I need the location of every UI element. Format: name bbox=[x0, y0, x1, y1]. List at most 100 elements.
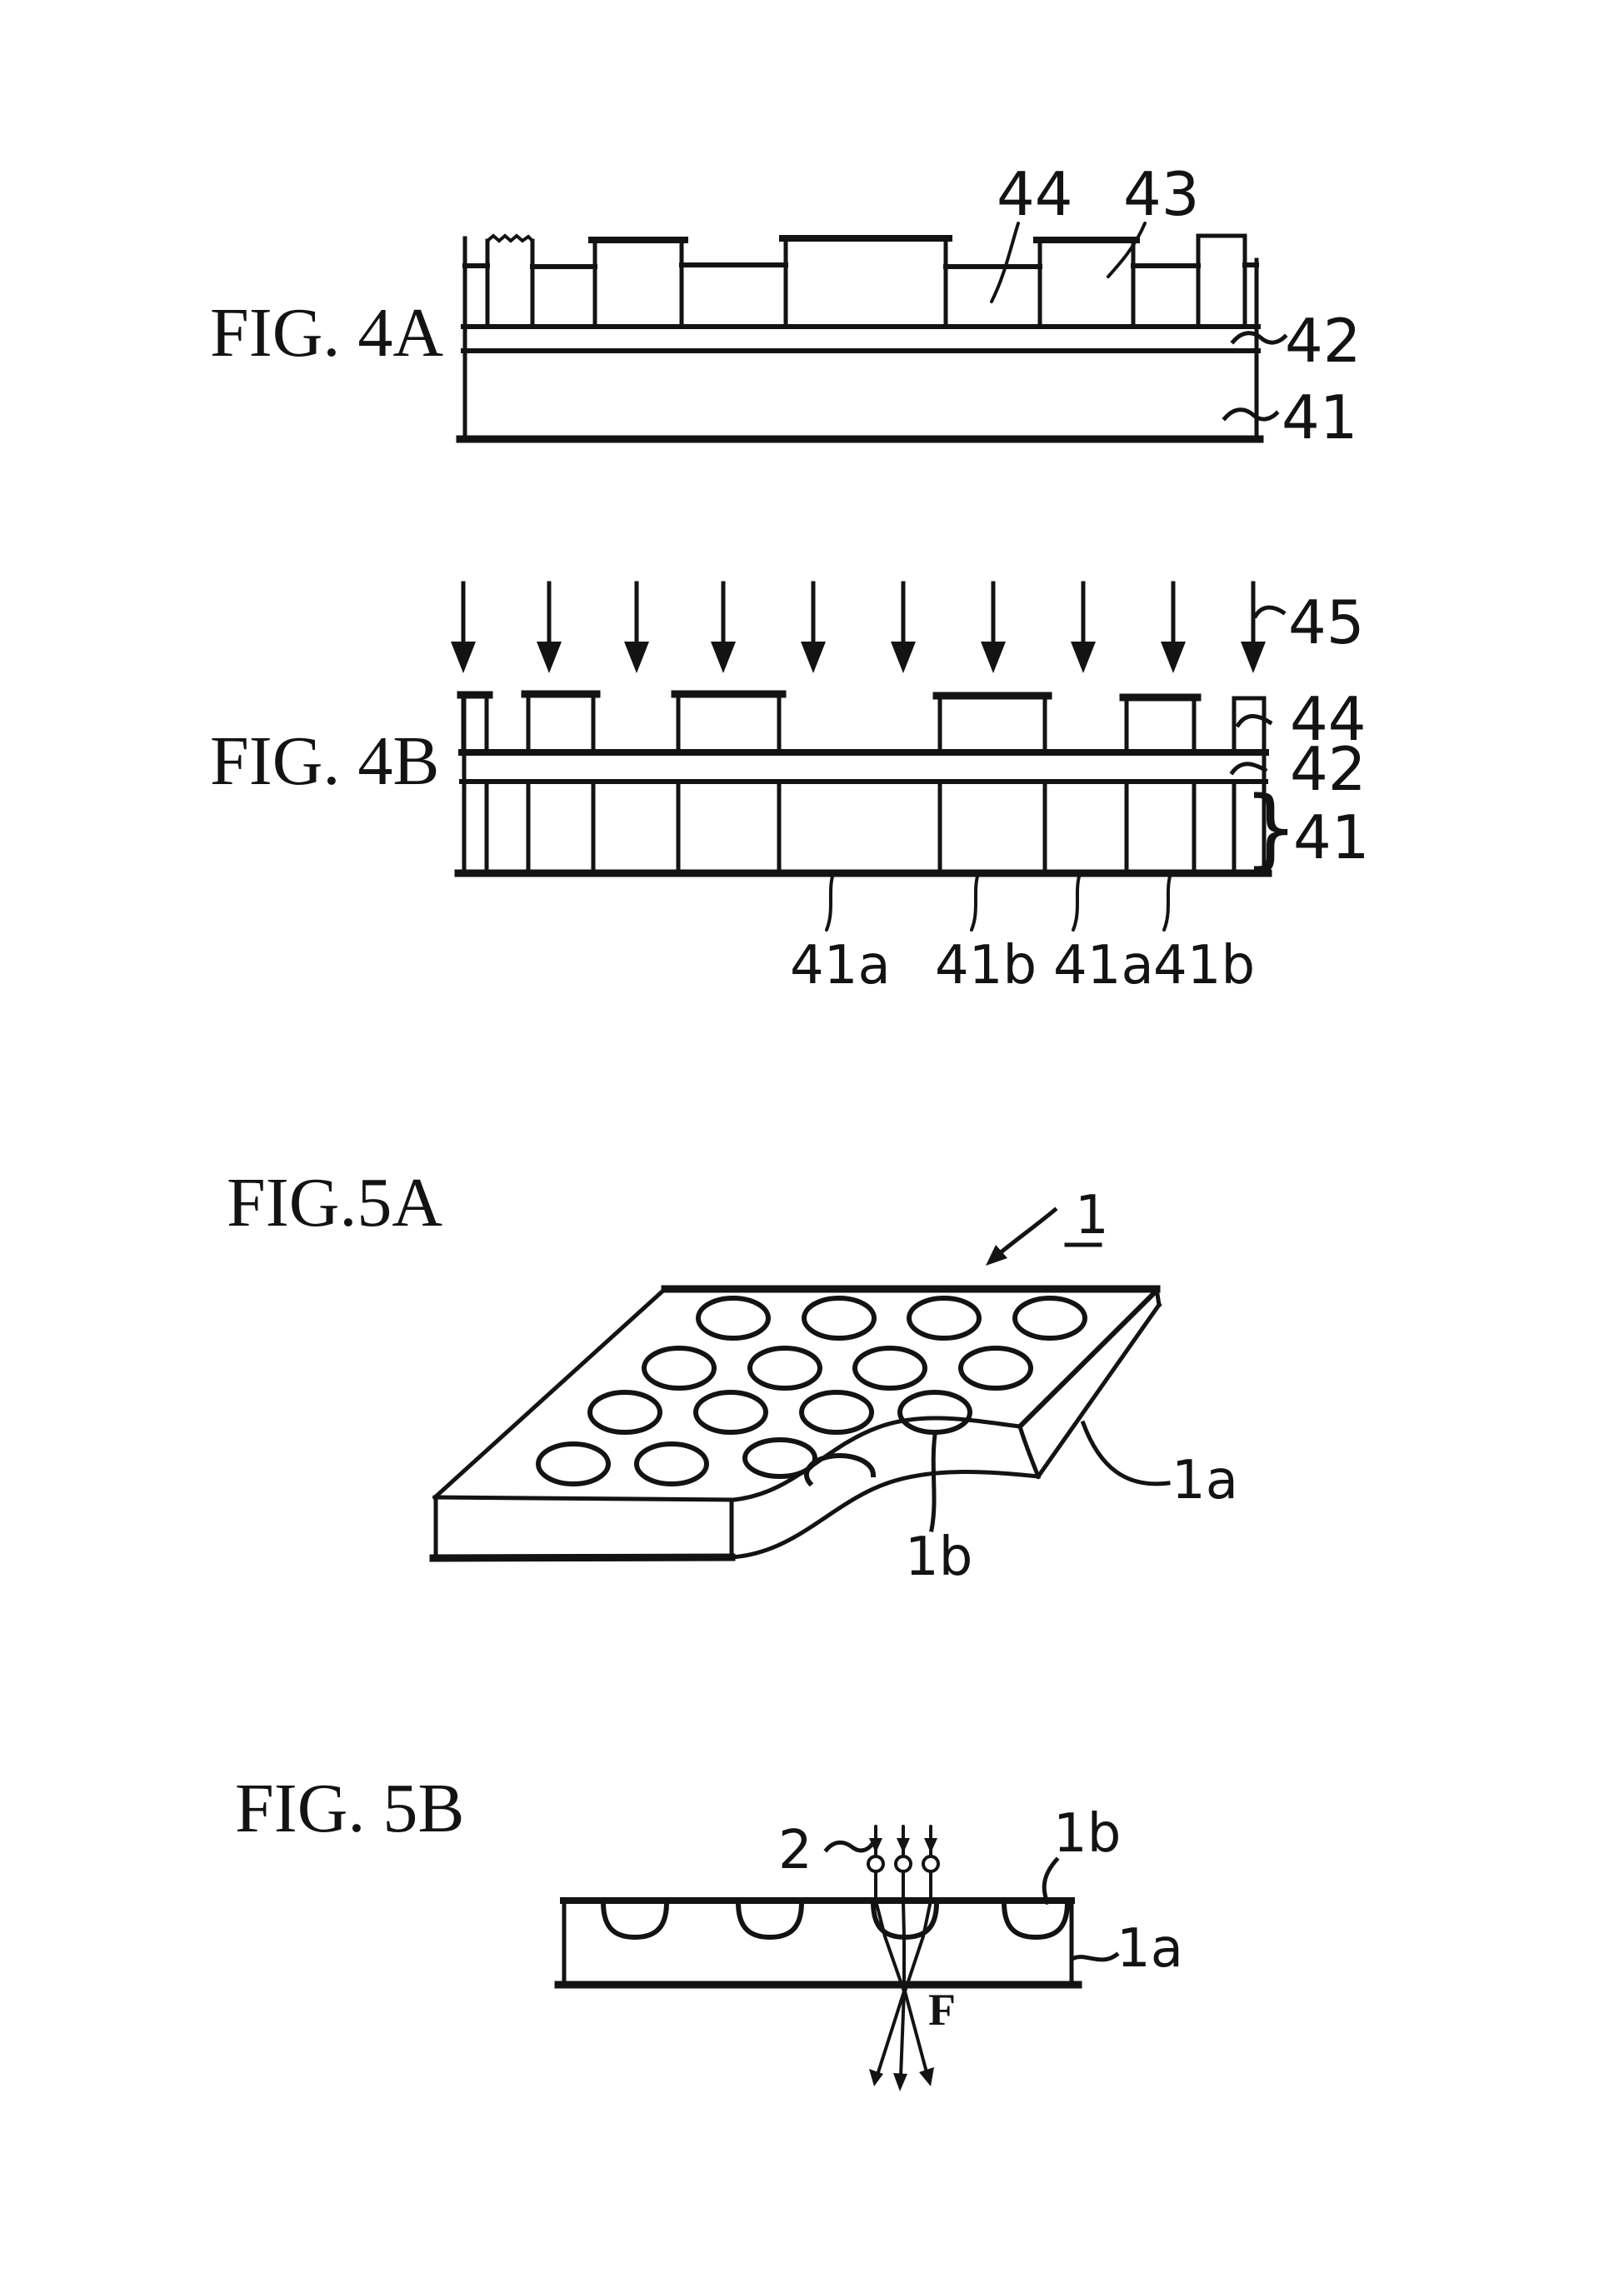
hole-partial-at-tear bbox=[804, 1452, 877, 1487]
plate-topface-right-edge bbox=[1016, 1286, 1161, 1431]
fig5b-label-2: 2 bbox=[778, 1820, 812, 1881]
fig5b-leader-1a bbox=[1071, 1951, 1120, 1962]
ray-arrowhead bbox=[893, 2073, 907, 2091]
plate-front-top-edge bbox=[432, 1495, 736, 1502]
fig4a-label-43: 43 bbox=[1123, 159, 1200, 229]
fig4b-mask-block-2 bbox=[526, 690, 596, 755]
fig4b-label-45: 45 bbox=[1288, 587, 1365, 657]
plate-left-edge bbox=[432, 1286, 668, 1501]
fig4b-label-41b-1: 41b bbox=[935, 935, 1037, 997]
hole-1b-target bbox=[897, 1390, 972, 1435]
fig4a-post-1-sides bbox=[485, 238, 535, 329]
fig5b: FIG. 5B bbox=[235, 1770, 1183, 2091]
fig4b: FIG. 4B bbox=[210, 581, 1370, 997]
notch-hole bbox=[600, 1899, 670, 1941]
hole bbox=[693, 1390, 768, 1435]
hole bbox=[742, 1437, 817, 1479]
down-arrow bbox=[891, 581, 916, 673]
hole bbox=[642, 1346, 717, 1391]
down-arrow bbox=[451, 581, 476, 673]
down-arrow bbox=[1161, 581, 1186, 673]
fig4a: FIG. 4A 44 43 42 41 bbox=[210, 159, 1362, 452]
fig4a-thin-resist-line bbox=[462, 262, 1259, 269]
fig4b-brace-41: } bbox=[1243, 777, 1298, 879]
fig4b-mask-post-6 bbox=[1232, 696, 1267, 755]
ray-arrowhead bbox=[919, 2067, 934, 2086]
fig4a-block-2 bbox=[592, 237, 684, 329]
fig4b-label-41b-2: 41b bbox=[1153, 935, 1255, 997]
fig4b-mask-block-3 bbox=[676, 690, 782, 755]
fig4a-block-3 bbox=[783, 235, 948, 329]
fig4a-leader-41 bbox=[1222, 407, 1280, 422]
fig4b-leader-41b-2 bbox=[1162, 875, 1172, 932]
ray-arrowhead bbox=[924, 1838, 937, 1853]
fig5a-arrow-1-shaft bbox=[997, 1206, 1058, 1256]
hole bbox=[799, 1390, 874, 1435]
ray-refracted bbox=[902, 1899, 906, 1993]
fig5a-label-1a: 1a bbox=[1172, 1450, 1238, 1511]
fig4b-label-41: 41 bbox=[1293, 802, 1370, 872]
fig4b-exposure-arrows bbox=[451, 581, 1266, 673]
fig4a-label-41: 41 bbox=[1282, 382, 1358, 452]
hole bbox=[907, 1296, 982, 1341]
hole bbox=[958, 1346, 1033, 1391]
fig4b-leader-44 bbox=[1235, 714, 1273, 728]
fig5b-label-1a: 1a bbox=[1117, 1918, 1183, 1980]
plate-front-bottom-edge bbox=[429, 1553, 736, 1562]
fig5a-label-1: 1 bbox=[1075, 1185, 1109, 1246]
fig5a-arrow-1-head bbox=[986, 1245, 1007, 1266]
down-arrow bbox=[624, 581, 649, 673]
hole bbox=[852, 1346, 927, 1391]
ray-refracted bbox=[874, 1899, 906, 1993]
photon-dot bbox=[867, 1855, 885, 1873]
fig4b-mask-block-4 bbox=[937, 692, 1047, 755]
fig4b-label-42: 42 bbox=[1290, 734, 1367, 804]
fig5a-leader-1a bbox=[1080, 1420, 1171, 1486]
ray-diverging bbox=[903, 1990, 928, 2074]
fig4a-title: FIG. 4A bbox=[210, 294, 443, 372]
fig5b-light-rays bbox=[867, 1825, 940, 2091]
photon-dot bbox=[894, 1855, 912, 1873]
plate-rightface-bottom-edge bbox=[1035, 1301, 1162, 1480]
fig4a-block-4 bbox=[1037, 237, 1136, 329]
fig4b-leader-41a-2 bbox=[1072, 875, 1081, 932]
hole bbox=[1012, 1296, 1087, 1341]
hole bbox=[802, 1296, 877, 1341]
down-arrow bbox=[981, 581, 1006, 673]
hole bbox=[747, 1346, 822, 1391]
fig4b-label-41a-2: 41a bbox=[1053, 935, 1154, 997]
fig4a-label-44: 44 bbox=[997, 159, 1073, 229]
fig4b-title: FIG. 4B bbox=[210, 722, 439, 800]
fig4a-structure bbox=[456, 233, 1264, 443]
down-arrow bbox=[1241, 581, 1266, 673]
ray-arrowhead bbox=[869, 2069, 883, 2086]
fig5b-plate-section bbox=[554, 1897, 1082, 1989]
fig5b-leader-2 bbox=[823, 1840, 876, 1853]
ray-diverging bbox=[899, 1990, 906, 2078]
fig4a-post-1-top bbox=[486, 233, 534, 243]
fig4b-leader-45 bbox=[1252, 605, 1287, 619]
hole bbox=[696, 1296, 771, 1341]
hole-grid bbox=[536, 1296, 1087, 1487]
ray-arrowhead bbox=[897, 1838, 910, 1853]
fig4b-substrate-divisions bbox=[484, 782, 1237, 873]
fig4b-label-44: 44 bbox=[1290, 684, 1367, 754]
fig4a-leader-42 bbox=[1230, 331, 1288, 345]
fig4b-mask-post-1 bbox=[461, 691, 489, 755]
fig4a-leader-44 bbox=[990, 222, 1020, 303]
fig4b-bottom-labels: 41a 41b 41a 41b bbox=[790, 875, 1255, 997]
fig4a-label-42: 42 bbox=[1285, 306, 1362, 376]
down-arrow bbox=[1071, 581, 1096, 673]
plate-tear-upper-curve bbox=[731, 1416, 1022, 1502]
notch-hole-1b-target bbox=[1001, 1899, 1071, 1941]
plate-tear-end-edge bbox=[1017, 1423, 1042, 1480]
fig5b-title: FIG. 5B bbox=[235, 1770, 464, 1847]
fig4b-leader-41a-1 bbox=[825, 875, 834, 932]
fig5b-leader-1b bbox=[1042, 1856, 1060, 1906]
plate-tear-lower-curve bbox=[729, 1470, 1041, 1560]
fig4b-leader-41b-1 bbox=[970, 875, 979, 932]
fig5a-plate bbox=[429, 1285, 1162, 1562]
ray-refracted bbox=[903, 1899, 932, 1993]
